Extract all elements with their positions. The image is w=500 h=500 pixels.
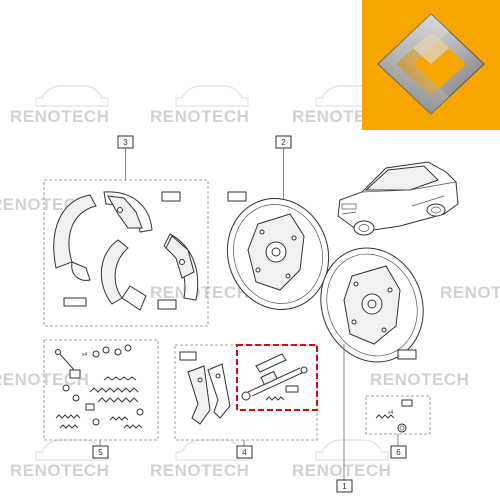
callout-label: 2 — [281, 138, 286, 147]
group-frame — [365, 395, 431, 435]
watermark-car-icon — [175, 85, 249, 107]
renault-logo — [362, 0, 500, 130]
watermark-text: RENOTECH — [0, 370, 89, 389]
callout-label: 1 — [342, 482, 347, 491]
callout-box — [92, 445, 109, 459]
watermark-text: RENOTECH — [150, 283, 249, 302]
group-frame — [43, 179, 209, 327]
watermark-text: RENOTECH — [292, 461, 391, 480]
group-frame — [43, 339, 159, 441]
car-illustration — [337, 161, 459, 236]
callout-label: 3 — [123, 138, 128, 147]
group-4-lever-adjuster[interactable]: 4 — [174, 344, 318, 459]
callout-label: 6 — [396, 448, 401, 457]
renault-diamond-logo-icon — [377, 13, 485, 115]
watermark-text: RENOTECH — [150, 461, 249, 480]
group-5-spring-kit[interactable]: 5 x4 — [43, 339, 159, 459]
watermark-car-icon — [315, 439, 389, 461]
group-1-backing-plate[interactable]: 1 — [304, 232, 440, 493]
watermark-text: RENOTECH — [440, 283, 500, 302]
group-3-brake-shoes[interactable]: 3 — [43, 135, 209, 327]
watermark-text: RENOTECH — [150, 107, 249, 126]
watermark-text: RENOTECH — [10, 461, 109, 480]
parking-lever — [187, 365, 211, 425]
parking-lever — [207, 363, 231, 419]
group-6-cylinder-kit[interactable]: x4 6 — [365, 395, 431, 459]
quantity-label: x4 — [388, 410, 394, 416]
callout-box — [336, 479, 353, 493]
callout-box — [236, 445, 253, 459]
quantity-label: x4 — [82, 352, 88, 358]
watermark-car-icon — [35, 85, 109, 107]
watermark-text: RENOTECH — [370, 370, 469, 389]
callout-label: 4 — [242, 448, 247, 457]
highlight-frame — [236, 344, 318, 411]
group-2-backing-plate[interactable]: 2 — [213, 135, 343, 323]
brake-shoe — [53, 194, 97, 269]
brake-shoe — [100, 239, 129, 305]
watermark-text: RENOTECH — [10, 107, 109, 126]
wheel-cylinder-adjuster — [241, 353, 308, 401]
watermark-layer: RENOTECH RENOTECH RENOTECH RENOTECH RENO… — [0, 85, 500, 480]
callout-box — [390, 445, 407, 459]
callout-label: 5 — [98, 448, 103, 457]
